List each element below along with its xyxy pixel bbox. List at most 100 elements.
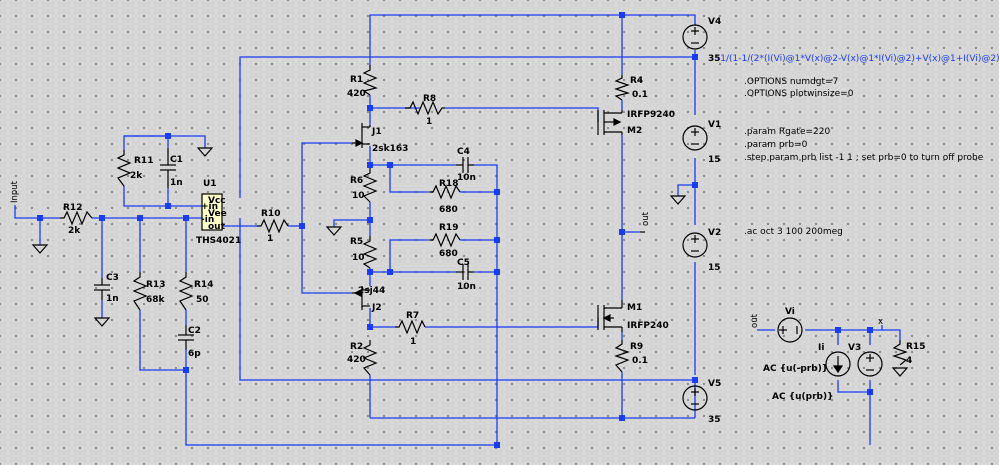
svg-text:50: 50 bbox=[196, 295, 209, 305]
svg-text:68k: 68k bbox=[146, 295, 166, 305]
source-v3[interactable]: V3 AC {u(prb)} bbox=[772, 343, 883, 402]
resistor-r1[interactable]: R1 420 bbox=[347, 65, 378, 99]
svg-text:x: x bbox=[878, 317, 883, 327]
svg-text:15: 15 bbox=[708, 155, 721, 165]
svg-text:R15: R15 bbox=[906, 342, 925, 352]
step-directive: .step param prb list -1 1 ; set prb=0 to… bbox=[744, 153, 984, 163]
resistor-r19[interactable]: R19 680 bbox=[430, 223, 461, 259]
mosfet-m1[interactable]: M1 IRFP240 bbox=[597, 300, 669, 332]
svg-text:J2: J2 bbox=[371, 303, 382, 313]
resistor-r14[interactable]: R14 50 bbox=[178, 272, 213, 311]
source-v1[interactable]: V1 15 bbox=[682, 120, 721, 165]
resistor-r5[interactable]: R5 10 bbox=[350, 236, 378, 269]
svg-text:AC {u(prb)}: AC {u(prb)} bbox=[772, 392, 833, 402]
svg-text:C2: C2 bbox=[188, 326, 201, 336]
capacitor-c3[interactable]: C3 1n bbox=[94, 273, 119, 304]
spice-directives: -1/(1-1/(2*(I(Vi)@1*V(x)@2-V(x)@1*I(Vi)@… bbox=[717, 54, 999, 237]
resistor-r10[interactable]: R10 1 bbox=[257, 209, 289, 244]
resistor-r8[interactable]: R8 1 bbox=[405, 94, 445, 127]
svg-text:V1: V1 bbox=[708, 120, 721, 130]
svg-text:R10: R10 bbox=[261, 209, 280, 219]
net-label-out: out bbox=[640, 211, 651, 233]
junctions bbox=[37, 12, 873, 448]
svg-text:C3: C3 bbox=[106, 273, 119, 283]
source-v5[interactable]: V5 35 bbox=[682, 379, 721, 425]
svg-text:U1: U1 bbox=[203, 179, 217, 189]
svg-text:IRFP240: IRFP240 bbox=[627, 321, 669, 331]
jfet-j2[interactable]: 2sj44 J2 bbox=[352, 286, 385, 313]
svg-text:6p: 6p bbox=[188, 349, 201, 359]
svg-text:1: 1 bbox=[426, 117, 432, 127]
source-v2[interactable]: V2 15 bbox=[682, 228, 721, 273]
resistor-r11[interactable]: R11 2k bbox=[116, 150, 153, 187]
svg-text:0.1: 0.1 bbox=[632, 90, 648, 100]
resistor-r15[interactable]: R15 4 bbox=[892, 340, 925, 366]
svg-text:2sj44: 2sj44 bbox=[358, 286, 385, 296]
svg-text:Vcc: Vcc bbox=[208, 196, 226, 206]
svg-text:R18: R18 bbox=[439, 179, 458, 189]
capacitor-c5[interactable]: C5 10n bbox=[456, 258, 476, 292]
svg-text:1n: 1n bbox=[170, 178, 183, 188]
resistor-r2[interactable]: R2 420 bbox=[347, 340, 378, 376]
svg-text:2k: 2k bbox=[130, 171, 143, 181]
resistor-r12[interactable]: R12 2k bbox=[60, 203, 93, 236]
svg-text:10: 10 bbox=[352, 191, 365, 201]
svg-text:2sk163: 2sk163 bbox=[372, 144, 408, 154]
svg-text:R12: R12 bbox=[63, 203, 82, 213]
svg-text:C4: C4 bbox=[457, 147, 470, 157]
svg-text:35: 35 bbox=[708, 54, 721, 64]
svg-text:M2: M2 bbox=[627, 126, 642, 136]
resistor-r7[interactable]: R7 1 bbox=[395, 311, 426, 347]
svg-text:out: out bbox=[208, 222, 226, 232]
svg-text:15: 15 bbox=[708, 263, 721, 273]
svg-text:R19: R19 bbox=[439, 223, 458, 233]
svg-text:1: 1 bbox=[267, 234, 273, 244]
svg-text:R8: R8 bbox=[423, 94, 436, 104]
svg-text:R7: R7 bbox=[406, 311, 419, 321]
svg-text:680: 680 bbox=[439, 249, 458, 259]
resistor-r6[interactable]: R6 10 bbox=[350, 168, 378, 203]
options-numdgt: .OPTIONS numdgt=7 bbox=[744, 77, 838, 87]
resistor-r4[interactable]: R4 0.1 bbox=[614, 75, 648, 101]
capacitor-c2[interactable]: C2 6p bbox=[178, 325, 201, 359]
opamp-u1[interactable]: U1 Vcc +in Vee -in out THS4021 bbox=[196, 179, 241, 246]
capacitor-c4[interactable]: C4 10n bbox=[456, 147, 476, 183]
svg-text:Input: Input bbox=[10, 180, 20, 203]
svg-text:out: out bbox=[750, 313, 760, 328]
capacitor-c1[interactable]: C1 1n bbox=[160, 148, 183, 188]
svg-text:R2: R2 bbox=[350, 342, 363, 352]
svg-text:420: 420 bbox=[347, 89, 366, 99]
ground-symbols bbox=[31, 147, 909, 377]
svg-text:C5: C5 bbox=[457, 258, 470, 268]
svg-text:IRFP9240: IRFP9240 bbox=[627, 110, 675, 120]
jfet-j1[interactable]: J1 2sk163 bbox=[352, 123, 408, 154]
svg-text:+in: +in bbox=[201, 202, 218, 212]
source-v4[interactable]: V4 35 bbox=[682, 17, 721, 64]
resistor-r18[interactable]: R18 680 bbox=[430, 179, 461, 215]
svg-text:R14: R14 bbox=[194, 280, 213, 290]
svg-text:V5: V5 bbox=[708, 379, 721, 389]
svg-text:2k: 2k bbox=[68, 226, 81, 236]
svg-text:J1: J1 bbox=[371, 127, 382, 137]
options-plotwinsize: .OPTIONS plotwinsize=0 bbox=[744, 89, 854, 99]
source-vi[interactable]: Vi bbox=[777, 307, 803, 343]
source-ii[interactable]: Ii AC {u(-prb)} bbox=[763, 343, 851, 377]
net-label-x: x bbox=[878, 317, 883, 327]
resistor-r13[interactable]: R13 68k bbox=[132, 272, 166, 311]
param-prb: .param prb=0 bbox=[744, 140, 808, 150]
svg-text:V3: V3 bbox=[848, 343, 861, 353]
svg-text:AC {u(-prb)}: AC {u(-prb)} bbox=[763, 364, 828, 374]
svg-text:V2: V2 bbox=[708, 228, 721, 238]
ac-directive: .ac oct 3 100 200meg bbox=[744, 227, 843, 237]
svg-text:35: 35 bbox=[708, 415, 721, 425]
mosfet-m2[interactable]: IRFP9240 M2 bbox=[597, 110, 675, 136]
svg-text:Vi: Vi bbox=[785, 307, 795, 317]
svg-text:out: out bbox=[641, 211, 651, 226]
svg-text:THS4021: THS4021 bbox=[196, 236, 241, 246]
svg-text:R9: R9 bbox=[630, 342, 643, 352]
net-label-out-probe: out bbox=[750, 313, 760, 328]
resistor-r9[interactable]: R9 0.1 bbox=[614, 340, 648, 373]
svg-text:C1: C1 bbox=[170, 155, 183, 165]
svg-text:10n: 10n bbox=[457, 173, 476, 183]
